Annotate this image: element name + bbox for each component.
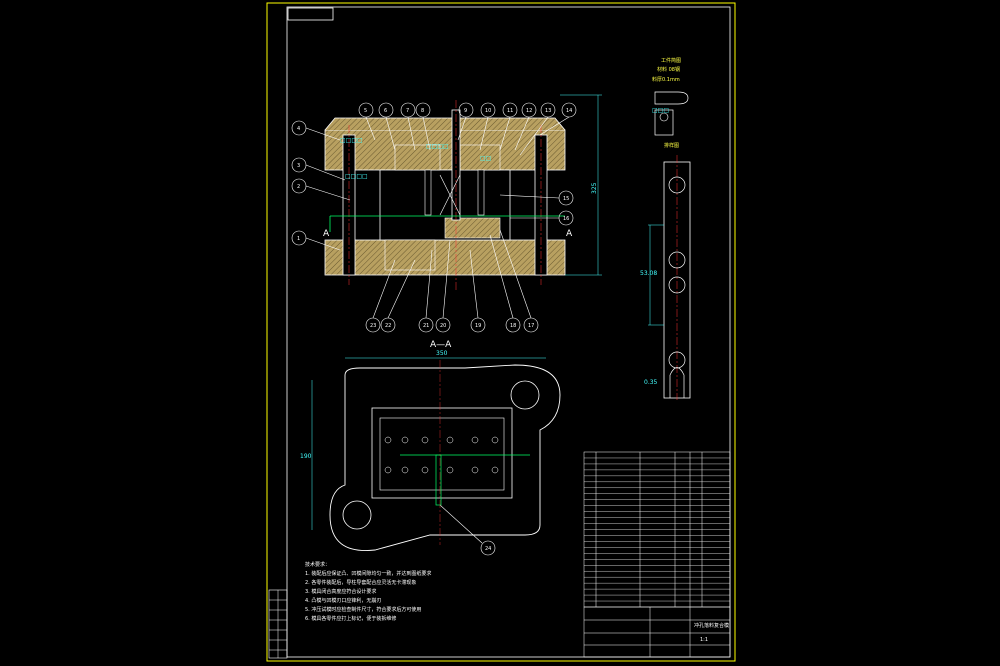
workpiece-material: 材料 08钢 [657, 66, 680, 73]
sheet-inner-frame [286, 6, 731, 658]
svg-text:10: 10 [485, 108, 491, 114]
parts-list-rows [584, 457, 730, 602]
svg-text:22: 22 [385, 323, 391, 329]
svg-text:12: 12 [526, 108, 532, 114]
svg-text:□□□□: □□□□ [340, 137, 363, 144]
svg-text:4: 4 [297, 126, 300, 132]
part-balloons [291, 102, 577, 556]
svg-text:16: 16 [563, 216, 569, 222]
svg-text:□□□□: □□□□ [426, 143, 449, 150]
sheet-outer-frame [266, 2, 736, 662]
strip-layout: 排样图 53.08 0.35 [640, 142, 691, 400]
svg-text:20: 20 [440, 323, 446, 329]
note-5: 5. 冲压试模时应检查制件尺寸，符合要求后方可使用 [305, 606, 421, 613]
drawing-number-box [287, 7, 334, 21]
title-block [583, 606, 731, 658]
svg-text:2: 2 [297, 184, 300, 190]
workpiece-title: 工件简图 [661, 57, 681, 64]
note-3: 3. 模具闭合高度应符合设计要求 [305, 588, 376, 595]
dim-height-main: 325 [591, 182, 598, 194]
note-4: 4. 凸模与凹模刃口应锋利，无崩刃 [305, 597, 381, 604]
notes-title: 技术要求： [305, 561, 330, 568]
note-2: 2. 各零件装配后，导柱导套配合应灵活无卡滞现象 [305, 579, 416, 586]
note-6: 6. 模具各零件应打上标记，便于装拆维修 [305, 615, 396, 622]
svg-text:18: 18 [510, 323, 516, 329]
part-balloon-labels: 5 6 7 8 9 10 11 12 13 14 4 3 2 1 15 16 2… [297, 108, 572, 552]
dim-strip-pitch: 53.08 [640, 270, 657, 277]
section-marker-left: A [323, 229, 330, 239]
svg-text:21: 21 [423, 323, 429, 329]
svg-text:24: 24 [485, 546, 491, 552]
svg-text:11: 11 [507, 108, 513, 114]
svg-text:3: 3 [297, 163, 300, 169]
title-drawing-name: 冲孔落料复合模 [694, 622, 729, 629]
title-scale: 1:1 [700, 637, 708, 643]
svg-text:1: 1 [297, 236, 300, 242]
section-label: A—A [430, 340, 452, 350]
dim-width-plan: 350 [436, 350, 448, 357]
svg-text:□□□: □□□ [652, 107, 669, 114]
svg-text:5: 5 [364, 108, 367, 114]
strip-title: 排样图 [664, 142, 679, 149]
svg-text:15: 15 [563, 196, 569, 202]
plan-view: A—A 350 190 [300, 340, 561, 552]
svg-text:17: 17 [528, 323, 534, 329]
svg-text:14: 14 [566, 108, 572, 114]
workpiece-thickness: 料厚0.1mm [652, 76, 680, 83]
dim-strip-width: 0.35 [644, 379, 658, 386]
dim-height-plan: 190 [300, 453, 312, 460]
svg-text:9: 9 [464, 108, 467, 114]
svg-text:13: 13 [545, 108, 551, 114]
workpiece-sketch: 工件简图 材料 08钢 料厚0.1mm □□□ [652, 57, 689, 136]
svg-text:8: 8 [421, 108, 424, 114]
svg-text:23: 23 [370, 323, 376, 329]
technical-notes: 技术要求： 1. 装配后应保证凸、凹模间隙均匀一致，并达到图纸要求 2. 各零件… [305, 561, 431, 622]
note-1: 1. 装配后应保证凸、凹模间隙均匀一致，并达到图纸要求 [305, 570, 431, 577]
section-marker-right: A [566, 229, 573, 239]
svg-text:□□□□: □□□□ [345, 173, 368, 180]
main-section-view: □□□□ □□□□ □□□□ □□ 325 A A [323, 94, 602, 290]
svg-text:□□: □□ [480, 155, 491, 162]
svg-text:6: 6 [384, 108, 387, 114]
svg-text:7: 7 [406, 108, 409, 114]
svg-text:19: 19 [475, 323, 481, 329]
